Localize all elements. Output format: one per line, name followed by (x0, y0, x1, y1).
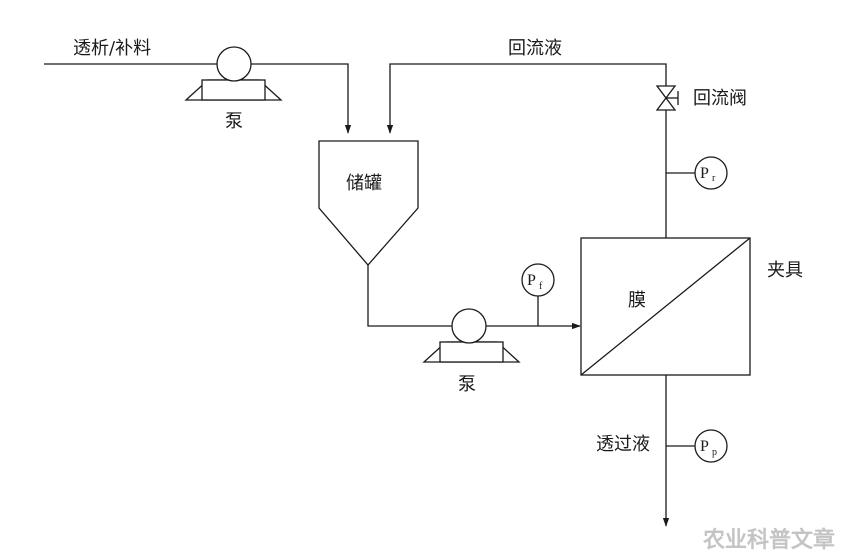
holder-label: 夹具 (767, 260, 803, 281)
retentate-gauge-letter: P (700, 165, 709, 182)
feed-gauge-letter: P (527, 272, 536, 289)
bottom-pump (422, 308, 521, 363)
feed-pump-line (367, 265, 581, 330)
retentate-pressure-gauge: P r (694, 156, 728, 190)
recycle-valve-icon (655, 85, 679, 111)
dialysis-feed-label: 透析/补料 (73, 38, 151, 59)
recycle-label: 回流液 (508, 38, 562, 59)
feed-pressure-gauge: P f (521, 263, 555, 297)
recycle-line (386, 63, 667, 134)
retentate-gauge-subscript: r (712, 173, 716, 184)
top-pump-rotor (216, 46, 252, 82)
top-pump-label: 泵 (225, 111, 243, 132)
recycle-valve-label: 回流阀 (693, 88, 747, 109)
bottom-pump-body (439, 341, 504, 363)
bottom-pump-label: 泵 (458, 374, 476, 395)
permeate-pressure-gauge: P p (694, 429, 728, 463)
feed-gauge-circle (521, 263, 555, 297)
membrane-diagonal (580, 237, 751, 376)
retentate-gauge-circle (694, 156, 728, 190)
permeate-gauge-subscript: p (712, 447, 717, 458)
membrane-label: 膜 (628, 290, 646, 311)
watermark-text: 农业科普文章 (702, 527, 835, 553)
permeate-gauge-circle (694, 429, 728, 463)
valve-upper-triangle (655, 85, 677, 100)
permeate-label: 透过液 (596, 434, 650, 455)
top-pump (184, 46, 283, 101)
permeate-gauge-letter: P (700, 438, 709, 455)
feed-gauge-subscript: f (539, 281, 543, 292)
storage-tank (318, 140, 419, 266)
top-pump-body (201, 79, 266, 101)
bottom-pump-rotor (451, 308, 487, 344)
valve-lower-triangle (655, 96, 677, 111)
feed-line (44, 63, 352, 134)
tank-label: 储罐 (346, 173, 382, 194)
